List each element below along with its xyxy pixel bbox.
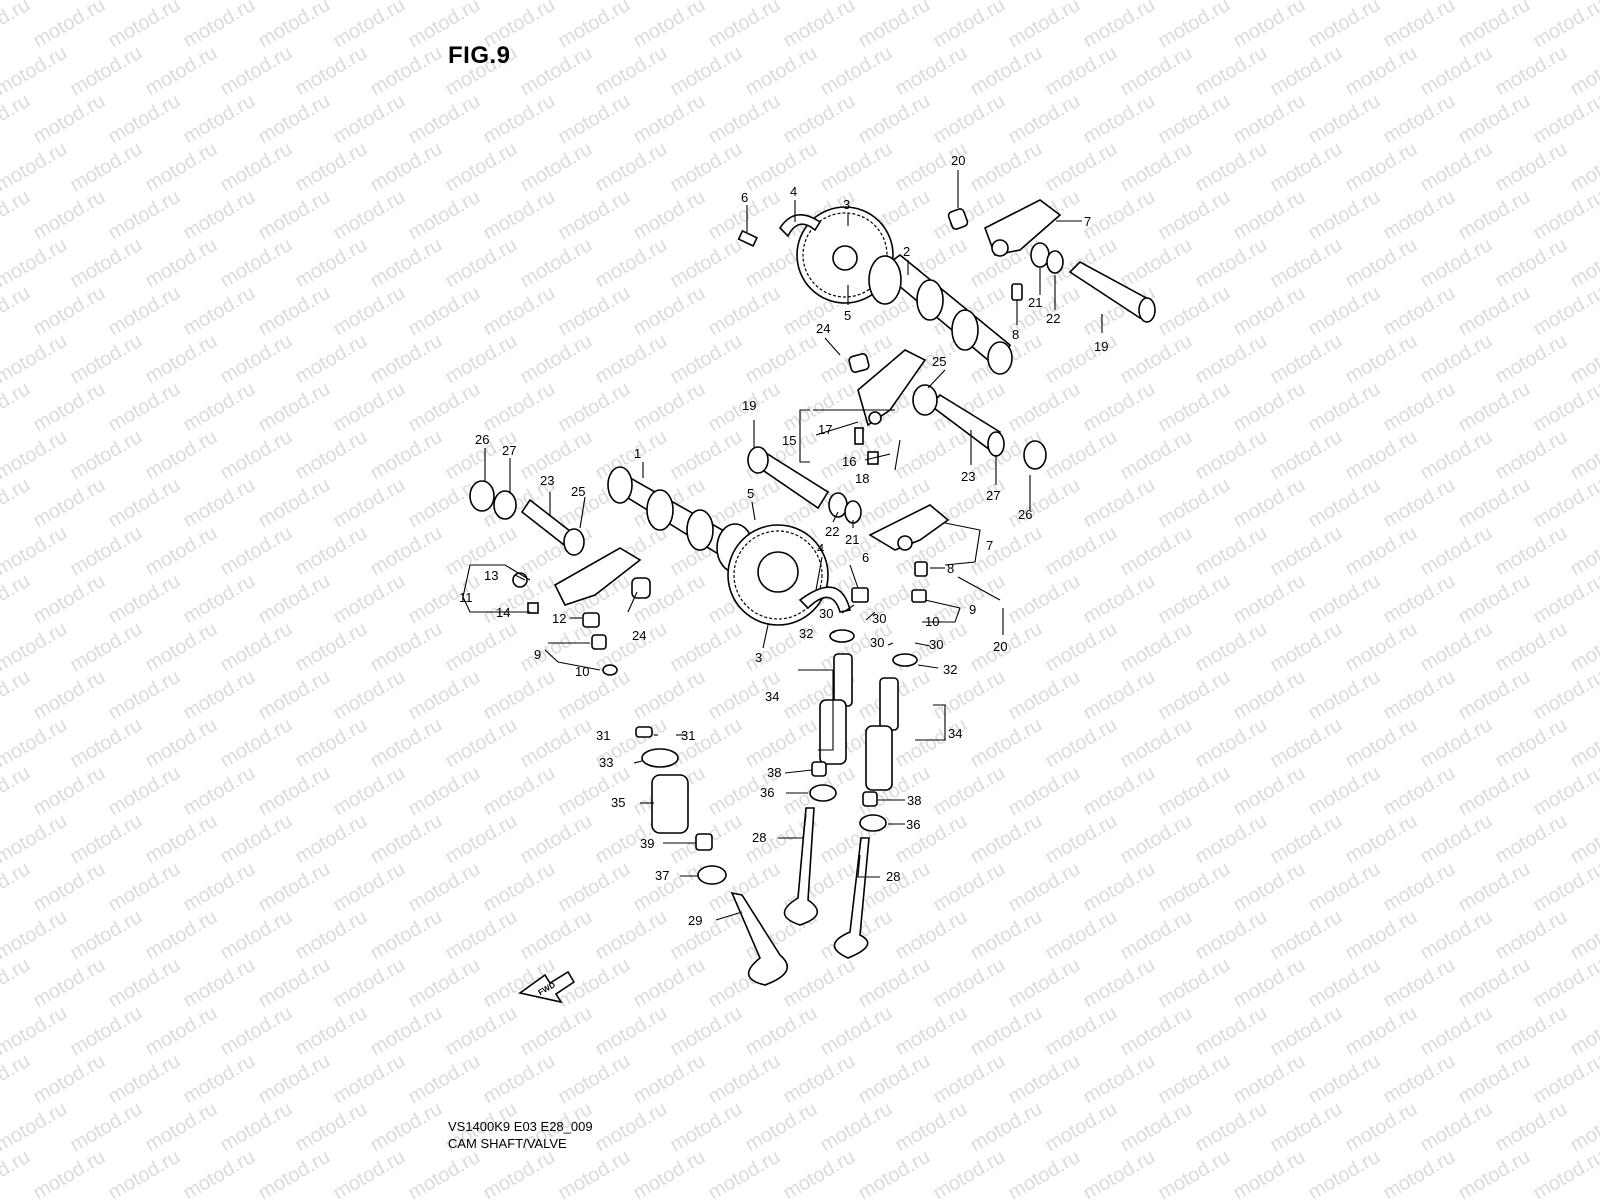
left-rocker-arm-part <box>512 547 651 676</box>
callout-27b: 27 <box>986 488 1000 503</box>
front-cam-sprocket-part <box>727 524 829 626</box>
callout-23: 23 <box>961 469 975 484</box>
figure-caption: VS1400K9 E03 E28_009 CAM SHAFT/VALVE <box>448 1118 593 1152</box>
callout-33: 33 <box>599 755 613 770</box>
callout-31a: 31 <box>596 728 610 743</box>
callout-36b: 36 <box>906 817 920 832</box>
callout-19: 19 <box>1094 339 1108 354</box>
valve-seals-part <box>697 761 887 885</box>
callout-11: 11 <box>459 590 473 605</box>
callout-12: 12 <box>552 611 566 626</box>
callout-24b: 24 <box>632 628 646 643</box>
callout-24: 24 <box>816 321 830 336</box>
rear-camshaft-part <box>868 253 1013 375</box>
callout-26: 26 <box>475 432 489 447</box>
callout-23b: 23 <box>540 473 554 488</box>
callout-6: 6 <box>741 190 748 205</box>
callout-32b: 32 <box>943 662 957 677</box>
callout-18: 18 <box>855 471 869 486</box>
section-name: CAM SHAFT/VALVE <box>448 1136 567 1151</box>
model-code: VS1400K9 E03 E28_009 <box>448 1119 593 1134</box>
callout-31b: 31 <box>681 728 695 743</box>
callout-5: 5 <box>844 308 851 323</box>
rear-cam-bolt-part <box>737 229 759 247</box>
callout-19b: 19 <box>742 398 756 413</box>
callout-37: 37 <box>655 868 669 883</box>
callout-30c: 30 <box>870 635 884 650</box>
callout-30b: 30 <box>872 611 886 626</box>
callout-21b: 21 <box>845 532 859 547</box>
callout-20b: 20 <box>993 639 1007 654</box>
callout-9b: 9 <box>969 602 976 617</box>
callout-7: 7 <box>1084 214 1091 229</box>
callout-28b: 28 <box>886 869 900 884</box>
callout-38b: 38 <box>907 793 921 808</box>
callout-8: 8 <box>1012 327 1019 342</box>
callout-30a: 30 <box>819 606 833 621</box>
callout-9: 9 <box>534 647 541 662</box>
callout-4b: 4 <box>817 541 824 556</box>
callout-10b: 10 <box>925 614 939 629</box>
callout-15: 15 <box>782 433 796 448</box>
callout-3b: 3 <box>755 650 762 665</box>
rear-rocker-arm-upper-part <box>984 199 1062 257</box>
callout-5b: 5 <box>747 486 754 501</box>
callout-30d: 30 <box>929 637 943 652</box>
callout-labels: 1 2 3 3 4 4 5 5 6 6 7 7 8 8 9 9 10 10 11… <box>459 153 1108 928</box>
fwd-arrow-icon: FWD <box>518 970 576 1004</box>
callout-25b: 25 <box>571 484 585 499</box>
callout-21: 21 <box>1028 295 1042 310</box>
callout-1: 1 <box>634 446 641 461</box>
callout-4: 4 <box>790 184 797 199</box>
callout-35: 35 <box>611 795 625 810</box>
rear-sprocket-bracket-part <box>778 214 822 238</box>
valves-part <box>730 807 870 986</box>
callout-28: 28 <box>752 830 766 845</box>
callout-10: 10 <box>575 664 589 679</box>
callout-6b: 6 <box>862 550 869 565</box>
callout-34: 34 <box>765 689 779 704</box>
callout-22: 22 <box>1046 311 1060 326</box>
callout-8b: 8 <box>947 561 954 576</box>
callout-27: 27 <box>502 443 516 458</box>
callout-3: 3 <box>843 197 850 212</box>
callout-25: 25 <box>932 354 946 369</box>
callout-16: 16 <box>842 454 856 469</box>
callout-14: 14 <box>496 605 510 620</box>
callout-2: 2 <box>903 244 910 259</box>
callout-17: 17 <box>818 422 832 437</box>
callout-7b: 7 <box>986 538 993 553</box>
callout-39: 39 <box>640 836 654 851</box>
figure-title: FIG.9 <box>448 42 511 69</box>
callout-29: 29 <box>688 913 702 928</box>
callout-20: 20 <box>951 153 965 168</box>
callout-34b: 34 <box>948 726 962 741</box>
callout-36: 36 <box>760 785 774 800</box>
front-rocker-shaft-part <box>746 446 862 524</box>
left-rocker-shaft-part <box>469 480 585 556</box>
callout-38: 38 <box>767 765 781 780</box>
leader-lines <box>462 170 1103 921</box>
valve-springs-part <box>635 629 918 851</box>
callout-22b: 22 <box>825 524 839 539</box>
front-rocker-arm-part <box>868 504 950 603</box>
rear-washers-upper-part <box>947 208 1064 301</box>
callout-32: 32 <box>799 626 813 641</box>
callout-13: 13 <box>484 568 498 583</box>
callout-26b: 26 <box>1018 507 1032 522</box>
rear-rocker-shaft-upper-part <box>1068 261 1156 323</box>
